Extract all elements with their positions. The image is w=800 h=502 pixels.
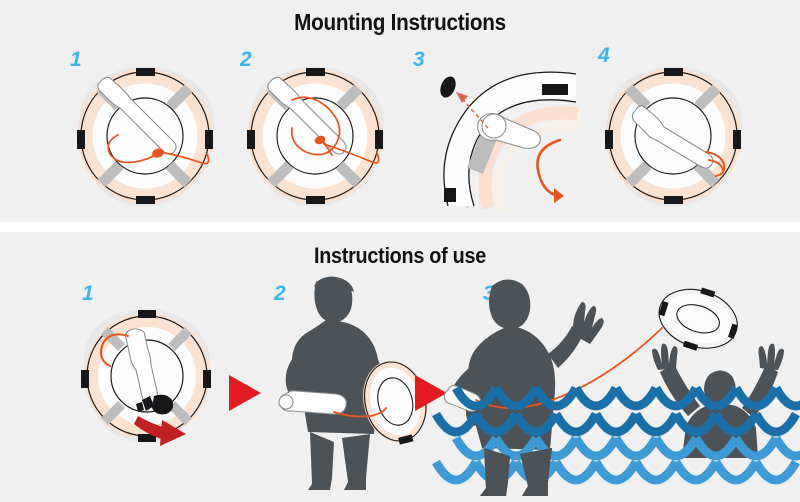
use-step-2-number: 2: [274, 282, 286, 305]
buoy-detail-remove-cap-icon: [404, 56, 581, 216]
lifebuoy-light-mounted-icon: [588, 54, 758, 216]
play-triangle-right-icon: [415, 375, 447, 411]
instructions-of-use-title: Instructions of use: [313, 243, 486, 268]
use-step-1-number: 1: [82, 282, 94, 305]
mounting-step-4-number: 4: [598, 44, 610, 67]
mounting-instructions-title: Mounting Instructions: [294, 9, 506, 35]
lifebuoy-lanyard-loop-icon: [232, 56, 397, 216]
mounting-step-1-number: 1: [70, 48, 82, 71]
flow-arrow-1: [226, 372, 264, 419]
person-holding-buoy-icon: [278, 272, 429, 497]
mounting-step-3-number: 3: [413, 48, 425, 71]
flow-arrow-2: [412, 372, 450, 419]
lifebuoy-with-light-icon: [62, 56, 227, 216]
mounting-step-2-number: 2: [240, 48, 252, 71]
use-step-3-number: 3: [483, 282, 495, 305]
rescue-throw-scene-icon: [432, 272, 800, 502]
lifebuoy-pull-release-icon: [68, 300, 228, 465]
play-triangle-right-icon: [229, 375, 261, 411]
